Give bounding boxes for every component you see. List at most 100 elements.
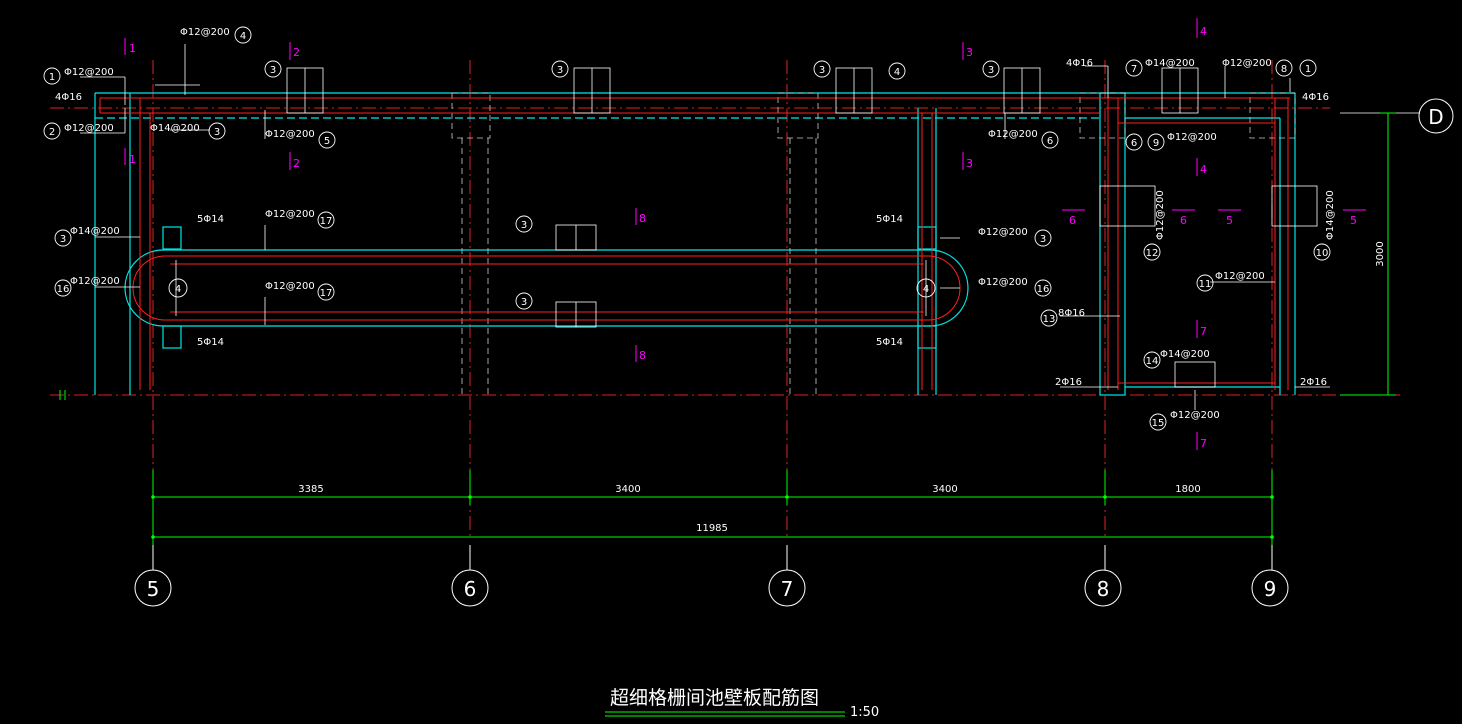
axis-label-7: 7 (781, 577, 794, 601)
section-5: 5 (1350, 214, 1357, 227)
dim-span-1: 3385 (298, 484, 323, 495)
marker-numbers: 1 2 4 3 3 5 3 3 4 3 6 7 8 1 6 9 3 16 4 4… (49, 31, 1329, 429)
centerlines (50, 60, 1400, 540)
axis-bubbles (134, 98, 1454, 607)
marker-3: 3 (521, 220, 527, 231)
marker-17: 17 (320, 288, 333, 299)
rebar-label: Φ12@200 (1215, 271, 1265, 282)
rebar-label: Φ12@200 (1155, 190, 1166, 240)
drawing-title: 超细格栅间池壁板配筋图 (610, 687, 819, 709)
marker-2: 2 (49, 127, 55, 138)
marker-3: 3 (60, 234, 66, 245)
marker-1: 1 (1305, 64, 1311, 75)
section-3: 3 (966, 157, 973, 170)
dim-height: 3000 (1375, 241, 1386, 266)
section-6: 6 (1180, 214, 1187, 227)
dimension-lines (59, 112, 1396, 545)
axis-label-D: D (1428, 105, 1443, 129)
marker-6: 6 (1047, 136, 1053, 147)
section-8: 8 (639, 212, 646, 225)
rebar-label: 5Φ14 (876, 337, 903, 348)
rebar-label: Φ12@200 (1170, 410, 1220, 421)
marker-1: 1 (49, 72, 55, 83)
dim-span-2: 3400 (615, 484, 640, 495)
section-2: 2 (293, 46, 300, 59)
dim-span-3: 3400 (932, 484, 957, 495)
leader-lines (80, 44, 1420, 410)
rebar-label: Φ14@200 (1160, 349, 1210, 360)
rebar-label: 5Φ14 (197, 337, 224, 348)
rebar-label: 2Φ16 (1300, 377, 1327, 388)
rebar-label: Φ12@200 (64, 67, 114, 78)
rebar-label: Φ12@200 (64, 123, 114, 134)
section-6: 6 (1069, 214, 1076, 227)
section-7: 7 (1200, 437, 1207, 450)
rebar-label: Φ12@200 (1222, 58, 1272, 69)
rebar-label: Φ12@200 (988, 129, 1038, 140)
rebar-label: Φ12@200 (978, 277, 1028, 288)
rebar-label-group: Φ12@200 4Φ16 Φ12@200 Φ12@200 Φ14@200 Φ12… (55, 27, 1336, 421)
section-3: 3 (966, 46, 973, 59)
section-5: 5 (1226, 214, 1233, 227)
marker-5: 5 (324, 136, 330, 147)
section-8: 8 (639, 349, 646, 362)
marker-4: 4 (240, 31, 246, 42)
section-7: 7 (1200, 325, 1207, 338)
dim-total: 11985 (696, 523, 728, 534)
marker-4: 4 (894, 67, 900, 78)
marker-6: 6 (1131, 138, 1137, 149)
marker-9: 9 (1153, 138, 1159, 149)
marker-17: 17 (320, 216, 333, 227)
marker-12: 12 (1146, 248, 1159, 259)
rebar-label: 4Φ16 (1066, 58, 1093, 69)
marker-15: 15 (1152, 418, 1165, 429)
rebar-label: Φ14@200 (1145, 58, 1195, 69)
marker-3: 3 (988, 65, 994, 76)
marker-3: 3 (819, 65, 825, 76)
rebar-label: 2Φ16 (1055, 377, 1082, 388)
rebar-lines (99, 97, 1290, 390)
column-outlines (451, 92, 1296, 395)
rebar-label: Φ14@200 (1325, 190, 1336, 240)
section-4: 4 (1200, 163, 1207, 176)
rebar-label: Φ12@200 (265, 129, 315, 140)
section-labels: 1 1 2 2 3 3 4 4 8 8 7 7 6 6 5 5 (129, 25, 1357, 450)
axis-label-8: 8 (1097, 577, 1110, 601)
section-ticks (124, 18, 1366, 450)
section-4: 4 (1200, 25, 1207, 38)
title-underline (605, 711, 845, 717)
section-1: 1 (129, 42, 136, 55)
rebar-label: 5Φ14 (197, 214, 224, 225)
rebar-label: 4Φ16 (55, 92, 82, 103)
marker-11: 11 (1199, 279, 1212, 290)
rebar-label: Φ12@200 (70, 276, 120, 287)
dimension-ticks (151, 495, 1274, 539)
axis-label-5: 5 (147, 577, 160, 601)
rebar-label: 4Φ16 (1302, 92, 1329, 103)
marker-16: 16 (57, 284, 70, 295)
rebar-label: Φ12@200 (978, 227, 1028, 238)
marker-4: 4 (175, 284, 181, 295)
marker-14: 14 (1146, 356, 1159, 367)
rebar-label: 5Φ14 (876, 214, 903, 225)
marker-3: 3 (214, 127, 220, 138)
marker-3: 3 (270, 65, 276, 76)
rebar-label: Φ14@200 (150, 123, 200, 134)
axis-label-9: 9 (1264, 577, 1277, 601)
marker-3: 3 (557, 65, 563, 76)
dim-span-4: 1800 (1175, 484, 1200, 495)
rebar-label: Φ12@200 (265, 281, 315, 292)
rebar-label: 8Φ16 (1058, 308, 1085, 319)
marker-8: 8 (1281, 64, 1287, 75)
marker-circles (43, 26, 1331, 431)
marker-7: 7 (1131, 64, 1137, 75)
marker-3: 3 (521, 297, 527, 308)
marker-16: 16 (1037, 284, 1050, 295)
marker-13: 13 (1043, 314, 1056, 325)
marker-10: 10 (1316, 248, 1329, 259)
marker-4: 4 (923, 284, 929, 295)
rebar-label: Φ14@200 (70, 226, 120, 237)
drawing-scale: 1:50 (850, 705, 879, 720)
